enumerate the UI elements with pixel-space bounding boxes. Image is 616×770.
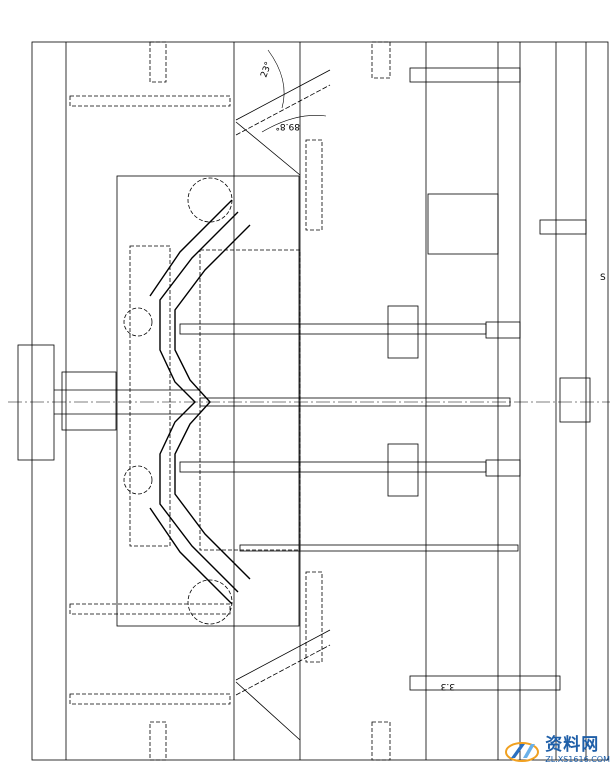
watermark-text: 资料网 — [545, 735, 600, 755]
right-edge-label: S — [600, 273, 606, 283]
cavity-block — [116, 175, 301, 627]
angle-label-89: 89.8° — [275, 121, 300, 131]
guide-circles — [123, 177, 233, 625]
part-profile — [149, 199, 251, 605]
ejector-pins — [179, 305, 519, 552]
dimension-marks — [261, 49, 327, 133]
outer-plates — [31, 41, 609, 761]
bottom-dimension-label: 3.3 — [441, 681, 455, 691]
angle-label-23: 23° — [259, 61, 274, 79]
angled-lifters — [235, 69, 331, 741]
watermark: 资料网 ZL.XS1616.COM — [503, 737, 610, 764]
bolts — [69, 41, 391, 761]
ejector-plate-parts — [409, 67, 591, 691]
watermark-url: ZL.XS1616.COM — [545, 755, 610, 764]
sprue-bushing — [17, 344, 200, 461]
watermark-logo-icon — [505, 741, 540, 762]
